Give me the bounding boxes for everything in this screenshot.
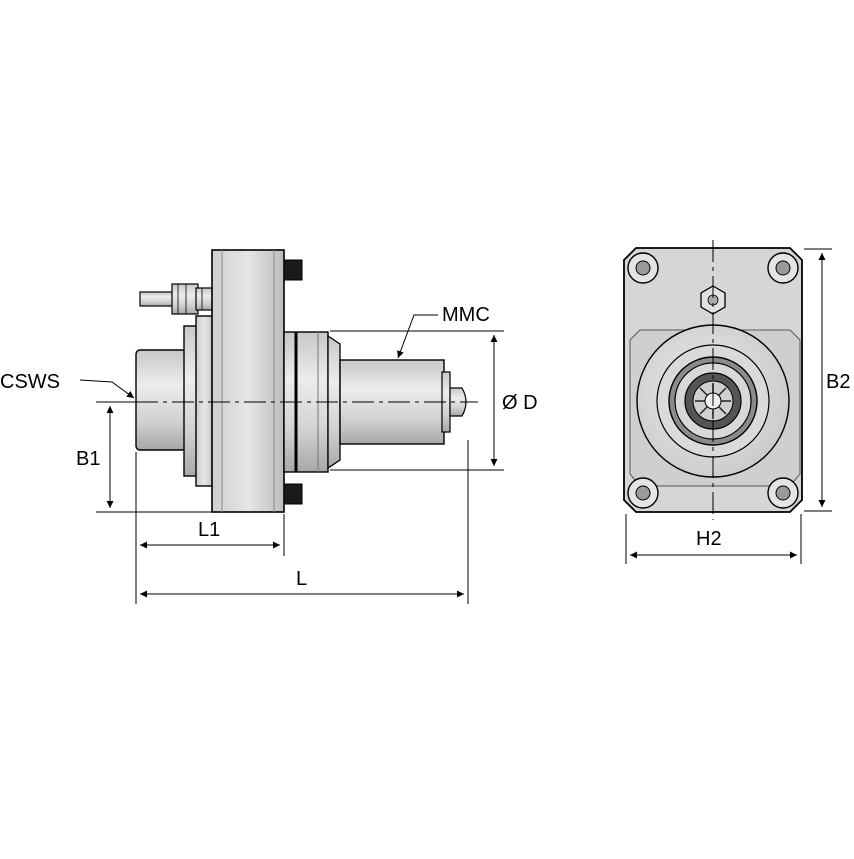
front-view: [623, 240, 803, 520]
label-l: L: [296, 568, 307, 590]
rear-shank: [135, 349, 187, 451]
bolt-top-icon: [283, 259, 303, 281]
label-mmc: MMC: [442, 304, 490, 326]
main-flange: [211, 249, 285, 513]
coolant-fitting: [139, 283, 213, 315]
label-b2: B2: [826, 371, 850, 393]
label-b1: B1: [76, 448, 100, 470]
corner-bolt-icons: [627, 252, 799, 509]
label-diameter-d: Ø D: [502, 392, 538, 414]
side-view: [100, 249, 478, 513]
label-csws: CSWS: [0, 371, 60, 393]
label-l1: L1: [198, 519, 220, 541]
side-dimensions: [79, 314, 504, 604]
label-h2: H2: [696, 528, 722, 550]
front-dimensions: [625, 248, 832, 564]
bolt-bottom-icon: [283, 483, 303, 505]
